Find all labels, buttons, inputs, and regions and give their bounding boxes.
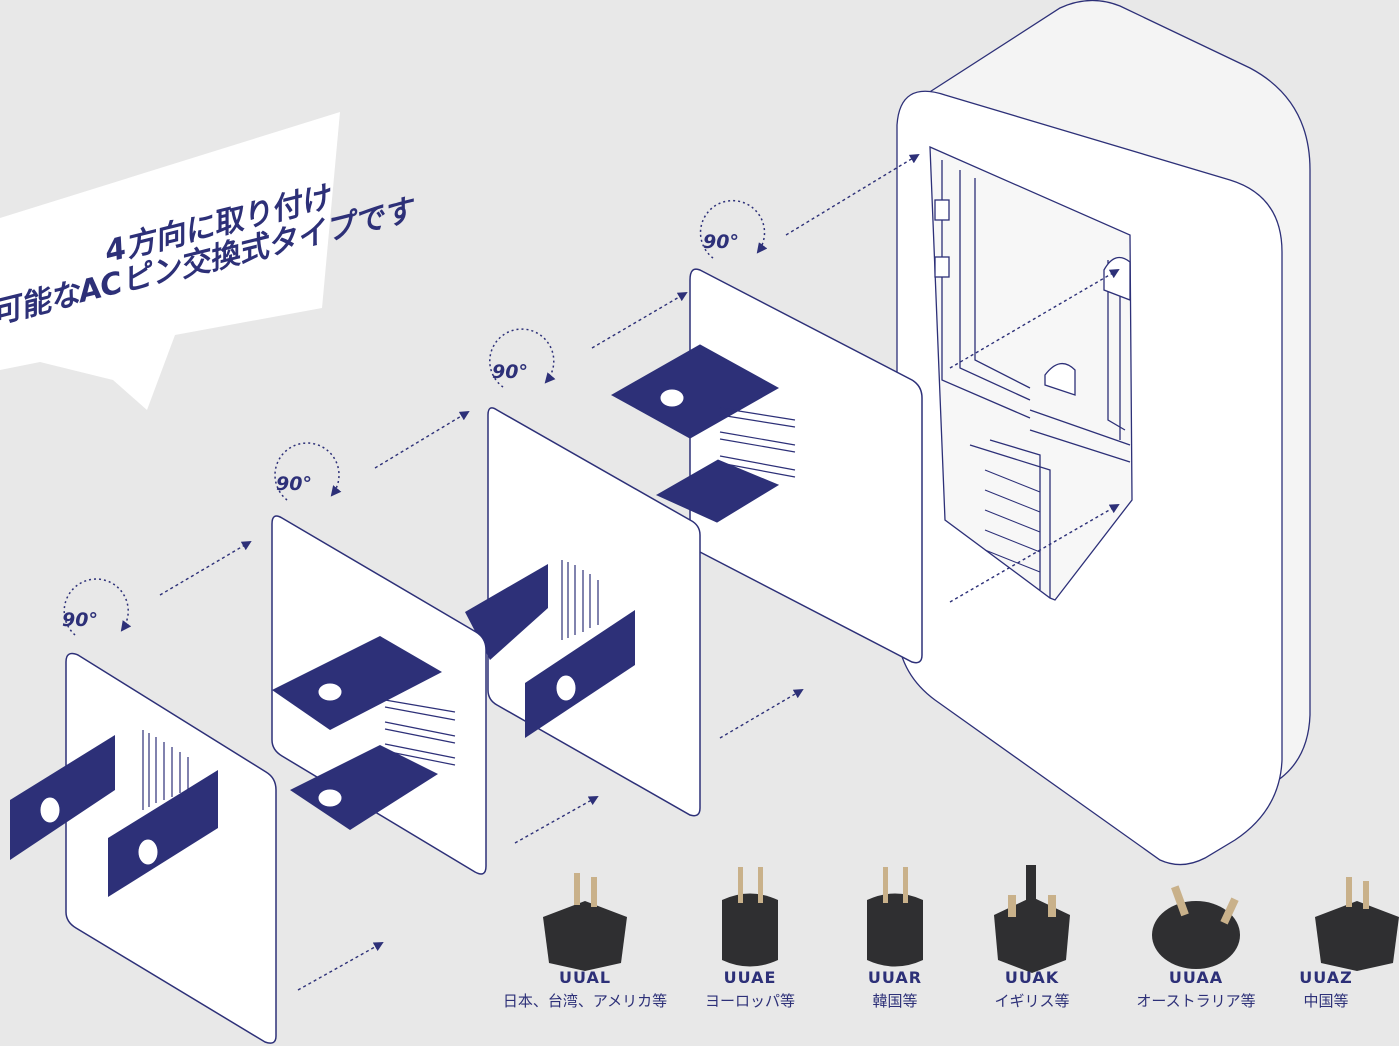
plug-cn-icon — [1315, 877, 1399, 971]
plug-code-uuak: UUAK — [1004, 968, 1060, 987]
pin-plate-2 — [271, 515, 487, 875]
pin-plate-3 — [465, 407, 701, 817]
plug-type-a-icon — [543, 873, 627, 971]
callout-bubble: 4方向に取り付け 可能なACピン交換式タイプです — [0, 112, 421, 410]
plug-type-i-icon — [1152, 885, 1240, 969]
adapter-housing — [896, 0, 1311, 866]
motion-arrows — [159, 153, 1120, 991]
rotation-label-4: 90° — [703, 231, 739, 253]
rotation-label-1: 90° — [62, 609, 98, 631]
plug-region-uuaz: 中国等 — [1303, 992, 1349, 1010]
pin-plate-4 — [610, 268, 923, 664]
plug-code-uual: UUAL — [558, 968, 612, 987]
plug-code-uuaa: UUAA — [1168, 968, 1224, 987]
rotation-indicator-4: 90° — [699, 199, 768, 259]
plug-code-uuaz: UUAZ — [1299, 968, 1353, 987]
plug-region-uuak: イギリス等 — [994, 992, 1070, 1010]
rotation-indicator-2: 90° — [274, 442, 342, 501]
plug-type-g-icon — [994, 865, 1070, 973]
plug-region-uuaa: オーストラリア等 — [1136, 992, 1256, 1010]
rotation-indicator-3: 90° — [489, 328, 556, 388]
plug-region-uuar: 韓国等 — [872, 992, 918, 1010]
rotation-indicator-1: 90° — [62, 578, 132, 636]
rotation-label-2: 90° — [276, 473, 312, 495]
plug-region-uuae: ヨーロッパ等 — [704, 992, 795, 1010]
rotation-label-3: 90° — [492, 361, 528, 383]
pin-plate-1 — [10, 652, 277, 1044]
plug-code-uuae: UUAE — [723, 968, 777, 987]
plug-code-uuar: UUAR — [867, 968, 923, 987]
plug-type-c-icon — [722, 867, 778, 967]
plug-type-f-icon — [867, 867, 923, 967]
plug-region-uual: 日本、台湾、アメリカ等 — [502, 992, 668, 1010]
